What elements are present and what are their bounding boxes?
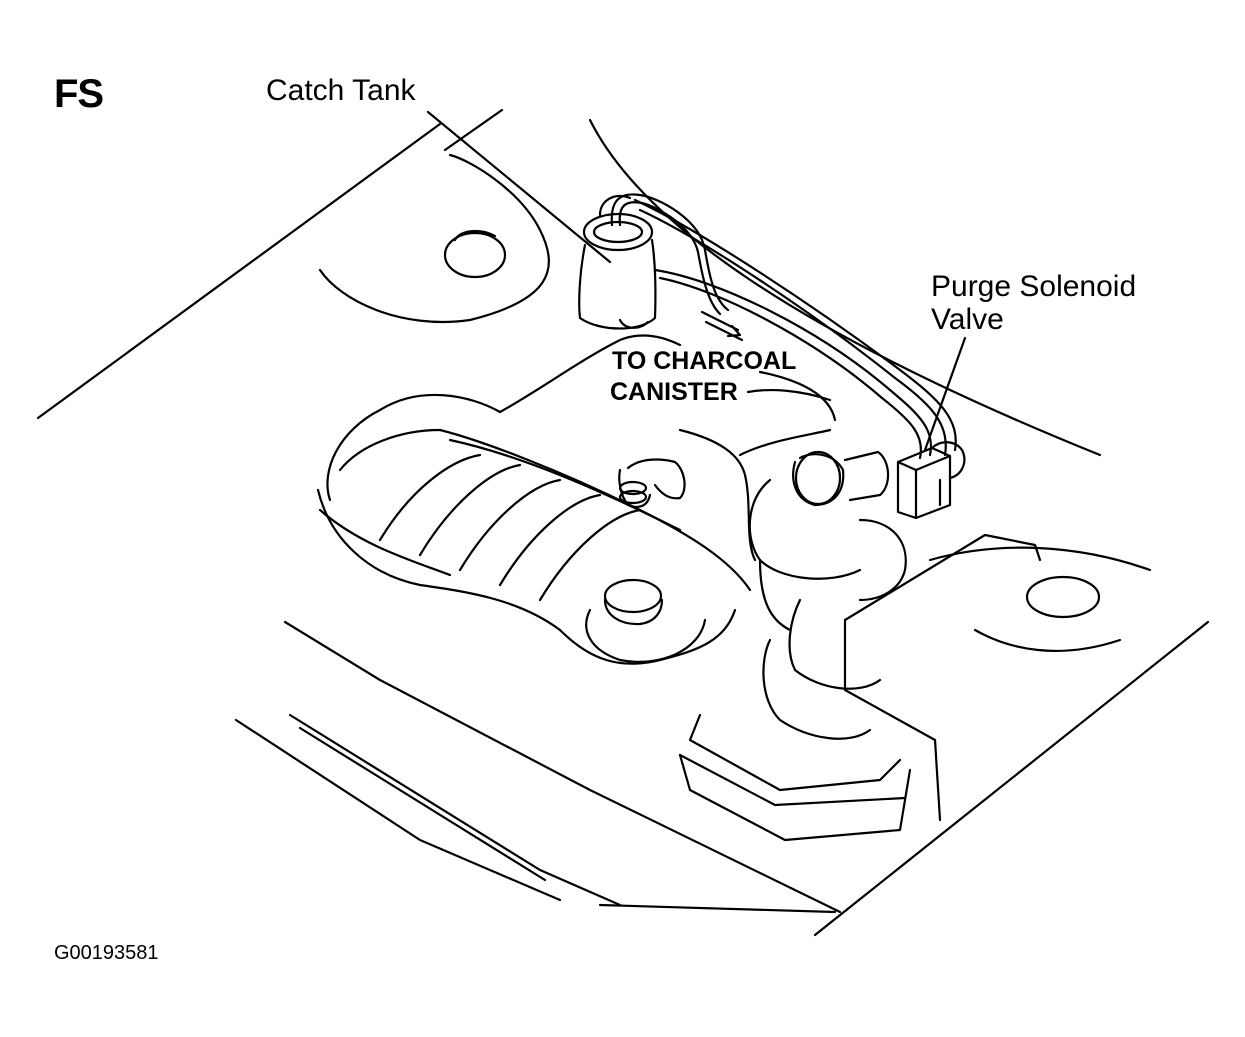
catch-tank-label: Catch Tank — [266, 74, 416, 107]
purge-solenoid-label-line1: Purge Solenoid — [931, 270, 1137, 303]
figure-id-label: G00193581 — [54, 942, 159, 964]
leader-lines — [426, 110, 967, 452]
air-cleaner — [678, 533, 1042, 842]
pcv-fitting — [618, 458, 686, 509]
purge-solenoid-label-line2: Valve — [931, 303, 1004, 336]
strut-tower-right — [928, 546, 1152, 653]
charcoal-canister-label-line1: TO CHARCOAL — [612, 347, 797, 375]
charcoal-canister-label-line2: CANISTER — [610, 378, 738, 406]
purge-solenoid-shape — [896, 441, 966, 520]
body-outline — [36, 108, 1210, 937]
engine-code-label: FS — [54, 72, 104, 116]
intake-manifold — [316, 334, 837, 665]
catch-tank-shape — [578, 193, 730, 330]
strut-tower-left — [318, 153, 550, 324]
throttle-body — [748, 450, 907, 632]
vacuum-hoses — [633, 198, 957, 460]
oil-filler-cap — [585, 578, 707, 663]
